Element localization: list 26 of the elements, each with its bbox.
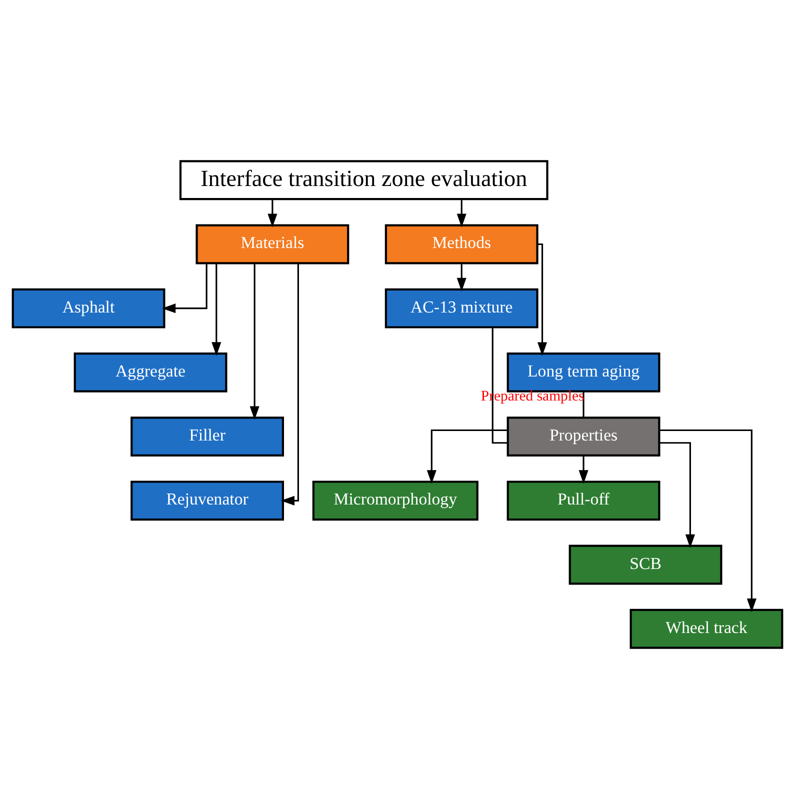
node-box: Methods [384, 224, 538, 264]
arrow [578, 455, 588, 484]
node-box: SCB [568, 544, 722, 584]
arrow [212, 262, 222, 356]
arrow [162, 262, 208, 313]
node-box: Properties [506, 416, 660, 456]
arrow [268, 198, 278, 227]
node-box: Aggregate [74, 352, 228, 392]
arrow [456, 198, 466, 227]
node-box: Materials [196, 224, 350, 264]
arrow [456, 262, 466, 291]
node-box: Pull-off [506, 480, 660, 520]
node-box: Asphalt [12, 288, 166, 328]
node-box: Micromorphology [312, 480, 478, 520]
node-box: Filler [130, 416, 284, 456]
node-box: Rejuvenator [130, 480, 284, 520]
arrow [537, 242, 548, 356]
arrow [659, 428, 756, 612]
arrow [659, 442, 695, 548]
connector [492, 326, 508, 444]
node-box: Interface transition zone evaluation [179, 160, 548, 200]
arrow [426, 428, 508, 484]
node-box: Wheel track [630, 608, 784, 648]
arrow [250, 262, 260, 420]
arrow [280, 263, 299, 505]
node-box: AC-13 mixture [384, 288, 538, 328]
